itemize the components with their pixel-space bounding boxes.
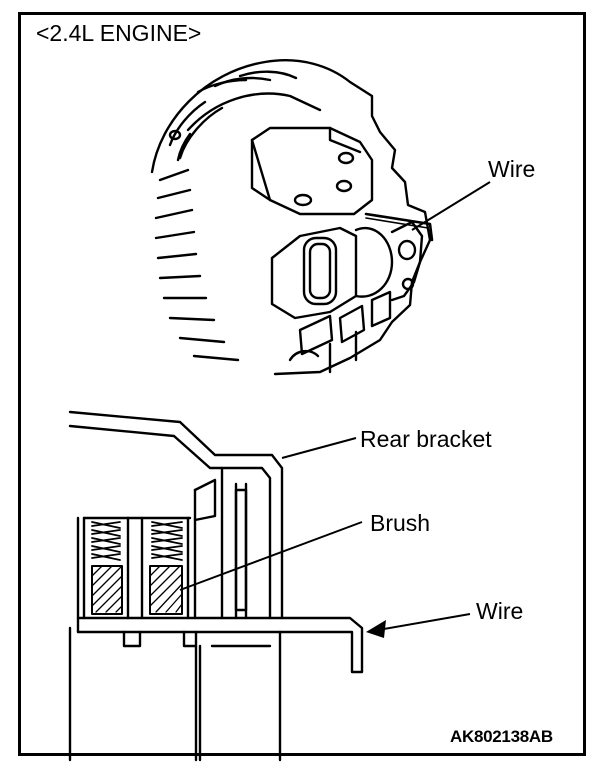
cooling-fins bbox=[154, 70, 298, 362]
upper-wire bbox=[364, 212, 434, 242]
rear-cover-block bbox=[250, 126, 374, 216]
figure-code: AK802138AB bbox=[450, 727, 553, 746]
lower-leaders bbox=[179, 437, 471, 631]
brush-springs bbox=[91, 521, 183, 561]
upper-wire-label: Wire bbox=[488, 156, 536, 182]
wire-arrowhead bbox=[366, 620, 386, 638]
lower-wire-label: Wire bbox=[476, 598, 524, 624]
brush-left bbox=[91, 565, 123, 615]
engine-title: <2.4L ENGINE> bbox=[36, 20, 202, 46]
base-plate bbox=[76, 616, 364, 674]
brush-label: Brush bbox=[370, 510, 431, 536]
cross-section-illustration bbox=[68, 410, 364, 762]
rear-bracket-label: Rear bracket bbox=[360, 426, 492, 452]
rear-bracket-profile bbox=[68, 410, 284, 620]
alternator-housing-outline bbox=[150, 59, 432, 376]
alternator-illustration bbox=[150, 59, 434, 376]
upper-wire-leader bbox=[411, 181, 491, 231]
